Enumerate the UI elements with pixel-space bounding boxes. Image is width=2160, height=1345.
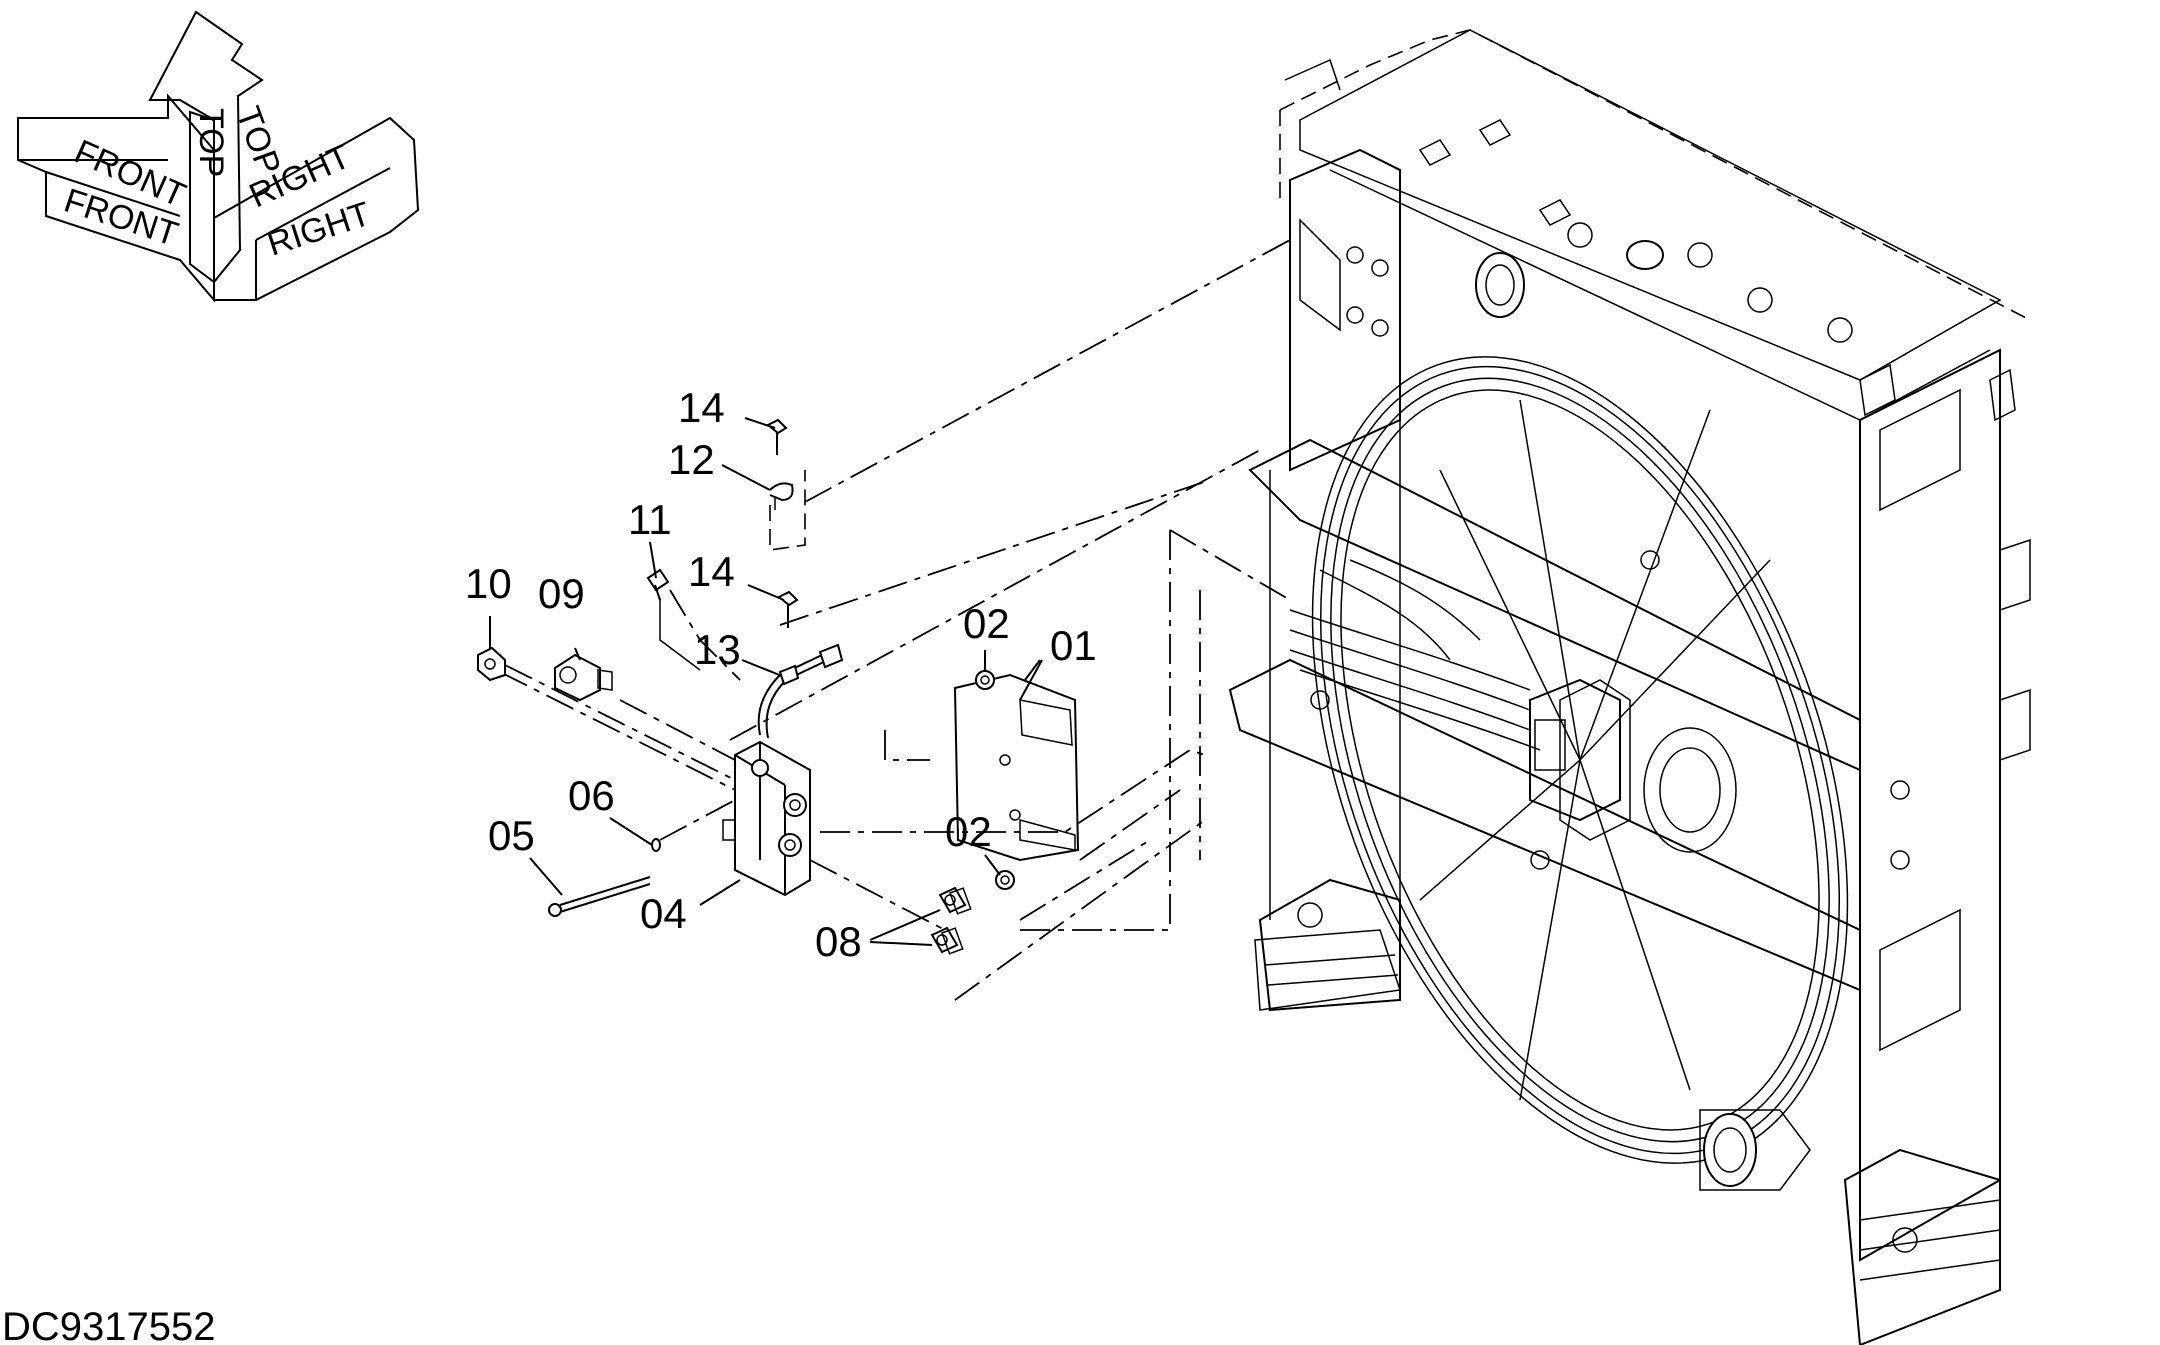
callout-02-top: 02	[963, 600, 1010, 647]
callout-02-bottom: 02	[945, 808, 992, 855]
leader-lines	[499, 239, 1291, 1001]
part-02-bolt-bottom	[995, 870, 1015, 890]
part-14-bolt-top	[766, 418, 788, 455]
callout-labels: 14 12 11 14 13 10 09 02 01 06 05 02 04 0…	[465, 384, 1097, 965]
exploded-parts	[477, 418, 1080, 955]
callout-05: 05	[488, 812, 535, 859]
part-12-clamp	[769, 482, 794, 510]
part-05-long-bolt	[548, 876, 651, 917]
part-02-bolt-top	[975, 670, 995, 690]
callout-12: 12	[668, 436, 715, 483]
callout-08: 08	[815, 918, 862, 965]
drawing-number: DC9317552	[2, 1305, 216, 1345]
radiator-assembly	[1228, 29, 2031, 1345]
part-08-fitting-a	[938, 886, 972, 915]
part-09-elbow-fitting	[554, 653, 613, 702]
callout-13: 13	[694, 626, 741, 673]
callout-leaders	[489, 417, 1043, 946]
part-10-fitting	[477, 646, 506, 682]
part-14-bolt-middle	[777, 590, 799, 628]
front-arrow: FRONT FRONT	[17, 93, 215, 303]
part-08-fitting-b	[930, 926, 964, 955]
part-13-harness	[757, 643, 844, 739]
callout-04: 04	[640, 890, 687, 937]
orientation-indicator: TOP TOP FRONT FRONT RIGHT RIGHT	[17, 10, 420, 303]
part-04-valve-block	[722, 740, 811, 897]
top-arrow: TOP TOP	[148, 10, 288, 285]
callout-11: 11	[628, 496, 672, 543]
callout-10: 10	[465, 560, 512, 607]
top-label-1: TOP	[192, 108, 230, 177]
part-06-o-ring	[651, 838, 661, 852]
callout-06: 06	[568, 772, 615, 819]
callout-14-top: 14	[678, 384, 725, 431]
callout-09: 09	[538, 570, 585, 617]
callout-01: 01	[1050, 622, 1097, 669]
callout-14-middle: 14	[688, 548, 735, 595]
part-01-bracket	[953, 673, 1080, 862]
